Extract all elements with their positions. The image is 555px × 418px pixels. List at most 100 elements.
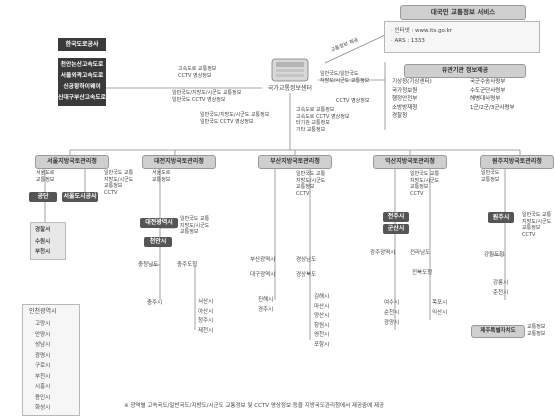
office-wonju: 원주지방국토관리청	[480, 155, 554, 169]
office-busan: 부산지방국토관리청	[258, 155, 332, 169]
expressway-item: 천안논산고속도로	[60, 62, 104, 68]
city-item: 익산시	[432, 310, 448, 316]
flow-label: 기타 교통정보	[296, 126, 326, 133]
desc-line: 일반국도 교통	[522, 212, 552, 218]
daejeon-right-cities: 서산시 아산시 청주시 제천시	[198, 298, 213, 336]
daejeon-desc: 서울도로 교통정보	[152, 170, 170, 183]
seoul-city-block: 경찰서 수원시 부천시	[30, 222, 66, 260]
wonju-desc2: 일반국도 교통 지방도/시군도 교통정보 CCTV	[522, 212, 551, 238]
desc-line: CCTV	[296, 190, 310, 197]
public-service-title: 대국민 교통정보 서비스	[400, 5, 526, 20]
related-agencies: 유관기관 정보제공 기상청(기상센터) 국가정보원 행정안전부 소방방재청 경찰…	[384, 64, 552, 128]
iksan-left-cities: 여수시 순천시 광양시	[384, 298, 399, 328]
agency-item: 국가정보원	[392, 87, 418, 94]
desc-line: 일반국도	[481, 170, 500, 176]
busan-desc: 일반국도 교통 지방도/시군도 교통정보 CCTV	[296, 171, 325, 197]
desc-line: 지방도/시군도	[104, 176, 134, 183]
flow-left: 일반국도/지방도/시군도 교통정보 일반국도 CCTV 영상정보	[172, 90, 241, 103]
incheon-block: 인천광역시 고양시 안양시 성남시 광명시 구로시 부천시 시흥시 용인시 화성…	[22, 304, 80, 416]
expressway-item: 신대구부산고속도로	[58, 95, 106, 101]
desc-line: 서울도로	[152, 170, 171, 176]
city-item: 서산시	[198, 299, 214, 305]
seoul-sub-left: 공단	[29, 192, 57, 202]
agency-item: 경찰청	[392, 113, 408, 120]
flow-label: 타기관 교통정보	[296, 120, 330, 126]
city-item: 목포시	[432, 300, 448, 306]
desc-line: 일반국도 교통	[296, 171, 326, 177]
expressway-item: 신공항하이웨이	[63, 84, 101, 90]
city-item: 부천시	[35, 373, 51, 380]
city-item: 수원시	[35, 239, 51, 245]
city-item: 구로시	[35, 363, 51, 369]
city-item: 시흥시	[35, 384, 51, 390]
city-item: 마산시	[314, 303, 330, 310]
city-item: 용인시	[35, 394, 51, 401]
office-seoul: 서울지방국토관리청	[35, 155, 109, 169]
desc-line: 교통정보	[481, 176, 500, 183]
expressway-list: 천안논산고속도로 서울외곽고속도로 신공항하이웨이 신대구부산고속도로	[58, 58, 106, 106]
busan-left-cities: 진해시 경주시	[258, 296, 273, 315]
city-item: 경찰서	[35, 227, 51, 233]
expressway-item: 서울외곽고속도로	[60, 73, 104, 79]
desc-line: 교통정보	[104, 183, 123, 189]
agency-item: 소방방재청	[392, 104, 418, 111]
public-service-box: 대국민 교통정보 서비스 · 인터넷 : www.its.go.kr · ARS…	[384, 5, 540, 55]
flow-label: 일반국도/지방도/시군도 교통정보	[200, 112, 270, 118]
internet-address: · 인터넷 : www.its.go.kr	[391, 28, 453, 34]
city-item: 영천시	[314, 332, 330, 339]
related-title: 유관기관 정보제공	[404, 64, 526, 78]
flow-label: 고속도로 교통정보	[178, 66, 217, 72]
daejeon-sub-1: 대전광역시	[140, 218, 178, 228]
city-item: 안양시	[35, 331, 51, 338]
flow-label: 지방도/시군도 교통정보	[320, 77, 370, 84]
seoul-desc: 서울도로 교통정보	[36, 170, 54, 183]
desc-line: 일반국도 교통	[104, 170, 134, 176]
wonju-sub: 원주시	[488, 212, 514, 223]
desc-line: 교통정보	[527, 324, 546, 330]
city-item: 고양시	[35, 321, 51, 327]
agency-item: 기상청(기상센터)	[392, 79, 432, 85]
flow-label: 일반국도 CCTV 영상정보	[200, 118, 254, 125]
busan-right-cities: 김해시 마산시 양산시 창원시 영천시 포항시	[314, 293, 329, 351]
ars-number: · ARS : 1333	[391, 38, 425, 44]
city-item: 청주시	[198, 318, 214, 324]
server-icon	[271, 58, 309, 82]
desc-line: 서울도로	[36, 170, 55, 176]
city-item: 순천시	[384, 310, 400, 316]
flow-bottom-left: 일반국도/지방도/시군도 교통정보 일반국도 CCTV 영상정보	[200, 112, 269, 125]
flow-top-left: 고속도로 교통정보 CCTV 영상정보	[178, 66, 216, 79]
city-item: 부천시	[35, 249, 51, 255]
city-item: 포항시	[314, 341, 330, 348]
desc-line: 지방도/시군도	[180, 222, 210, 229]
center-label: 국가교통정보센터	[267, 85, 313, 92]
agency-item: 수도군단사령부	[470, 87, 506, 94]
iksan-sub-2: 군산시	[383, 224, 409, 234]
agency-item: 행정안전부	[392, 96, 418, 103]
related-col1: 기상청(기상센터) 국가정보원 행정안전부 소방방재청 경찰청	[392, 78, 432, 121]
office-daejeon: 대전지방국토관리청	[142, 155, 216, 169]
incheon-title: 인천광역시	[29, 308, 57, 315]
seoul-sub-right: 서울도시공사	[62, 192, 98, 202]
city-item: 경주시	[258, 306, 274, 313]
desc-line: 지방도/시군도	[410, 177, 440, 184]
desc-line: 교통정보	[180, 229, 199, 235]
wonju-desc: 일반국도 교통정보	[481, 170, 499, 183]
busan-right-sub2: 경상북도	[296, 272, 317, 278]
city-item: 진해시	[258, 297, 274, 303]
flow-bottom-right: 고속도로 교통정보 고속도로 CCTV 영상정보 타기관 교통정보 기타 교통정…	[296, 107, 349, 133]
iksan-right-cities: 목포시 익산시	[432, 298, 447, 318]
agency-item: 국군수송사령부	[470, 79, 506, 85]
flow-label: 고속도로 교통정보	[296, 107, 335, 113]
daejeon-sub-2: 천안시	[144, 237, 172, 247]
daejeon-desc2: 일반국도 교통 지방도/시군도 교통정보	[180, 216, 209, 236]
iksan-left-label: 광주광역시	[370, 250, 396, 256]
desc-line: 교통정보	[527, 330, 546, 337]
related-col2: 국군수송사령부 수도군단사령부 해병대사령부 1군/2군/3군사령부	[470, 78, 515, 112]
expressway-corp-title: 한국도로공사	[58, 38, 106, 51]
incheon-cities: 고양시 안양시 성남시 광명시 구로시 부천시 시흥시 용인시 화성시	[35, 319, 50, 414]
city-item: 창원시	[314, 322, 330, 329]
footnote: ※ 광역별 고속국도/일반국도/지방도/시군도 교통정보 및 CCTV 영상정보…	[124, 403, 385, 409]
city-item: 춘천시	[493, 290, 509, 296]
flow-label: 일반국도/지방도/시군도 교통정보	[172, 90, 242, 96]
busan-sub2: 대구광역시	[250, 272, 276, 278]
